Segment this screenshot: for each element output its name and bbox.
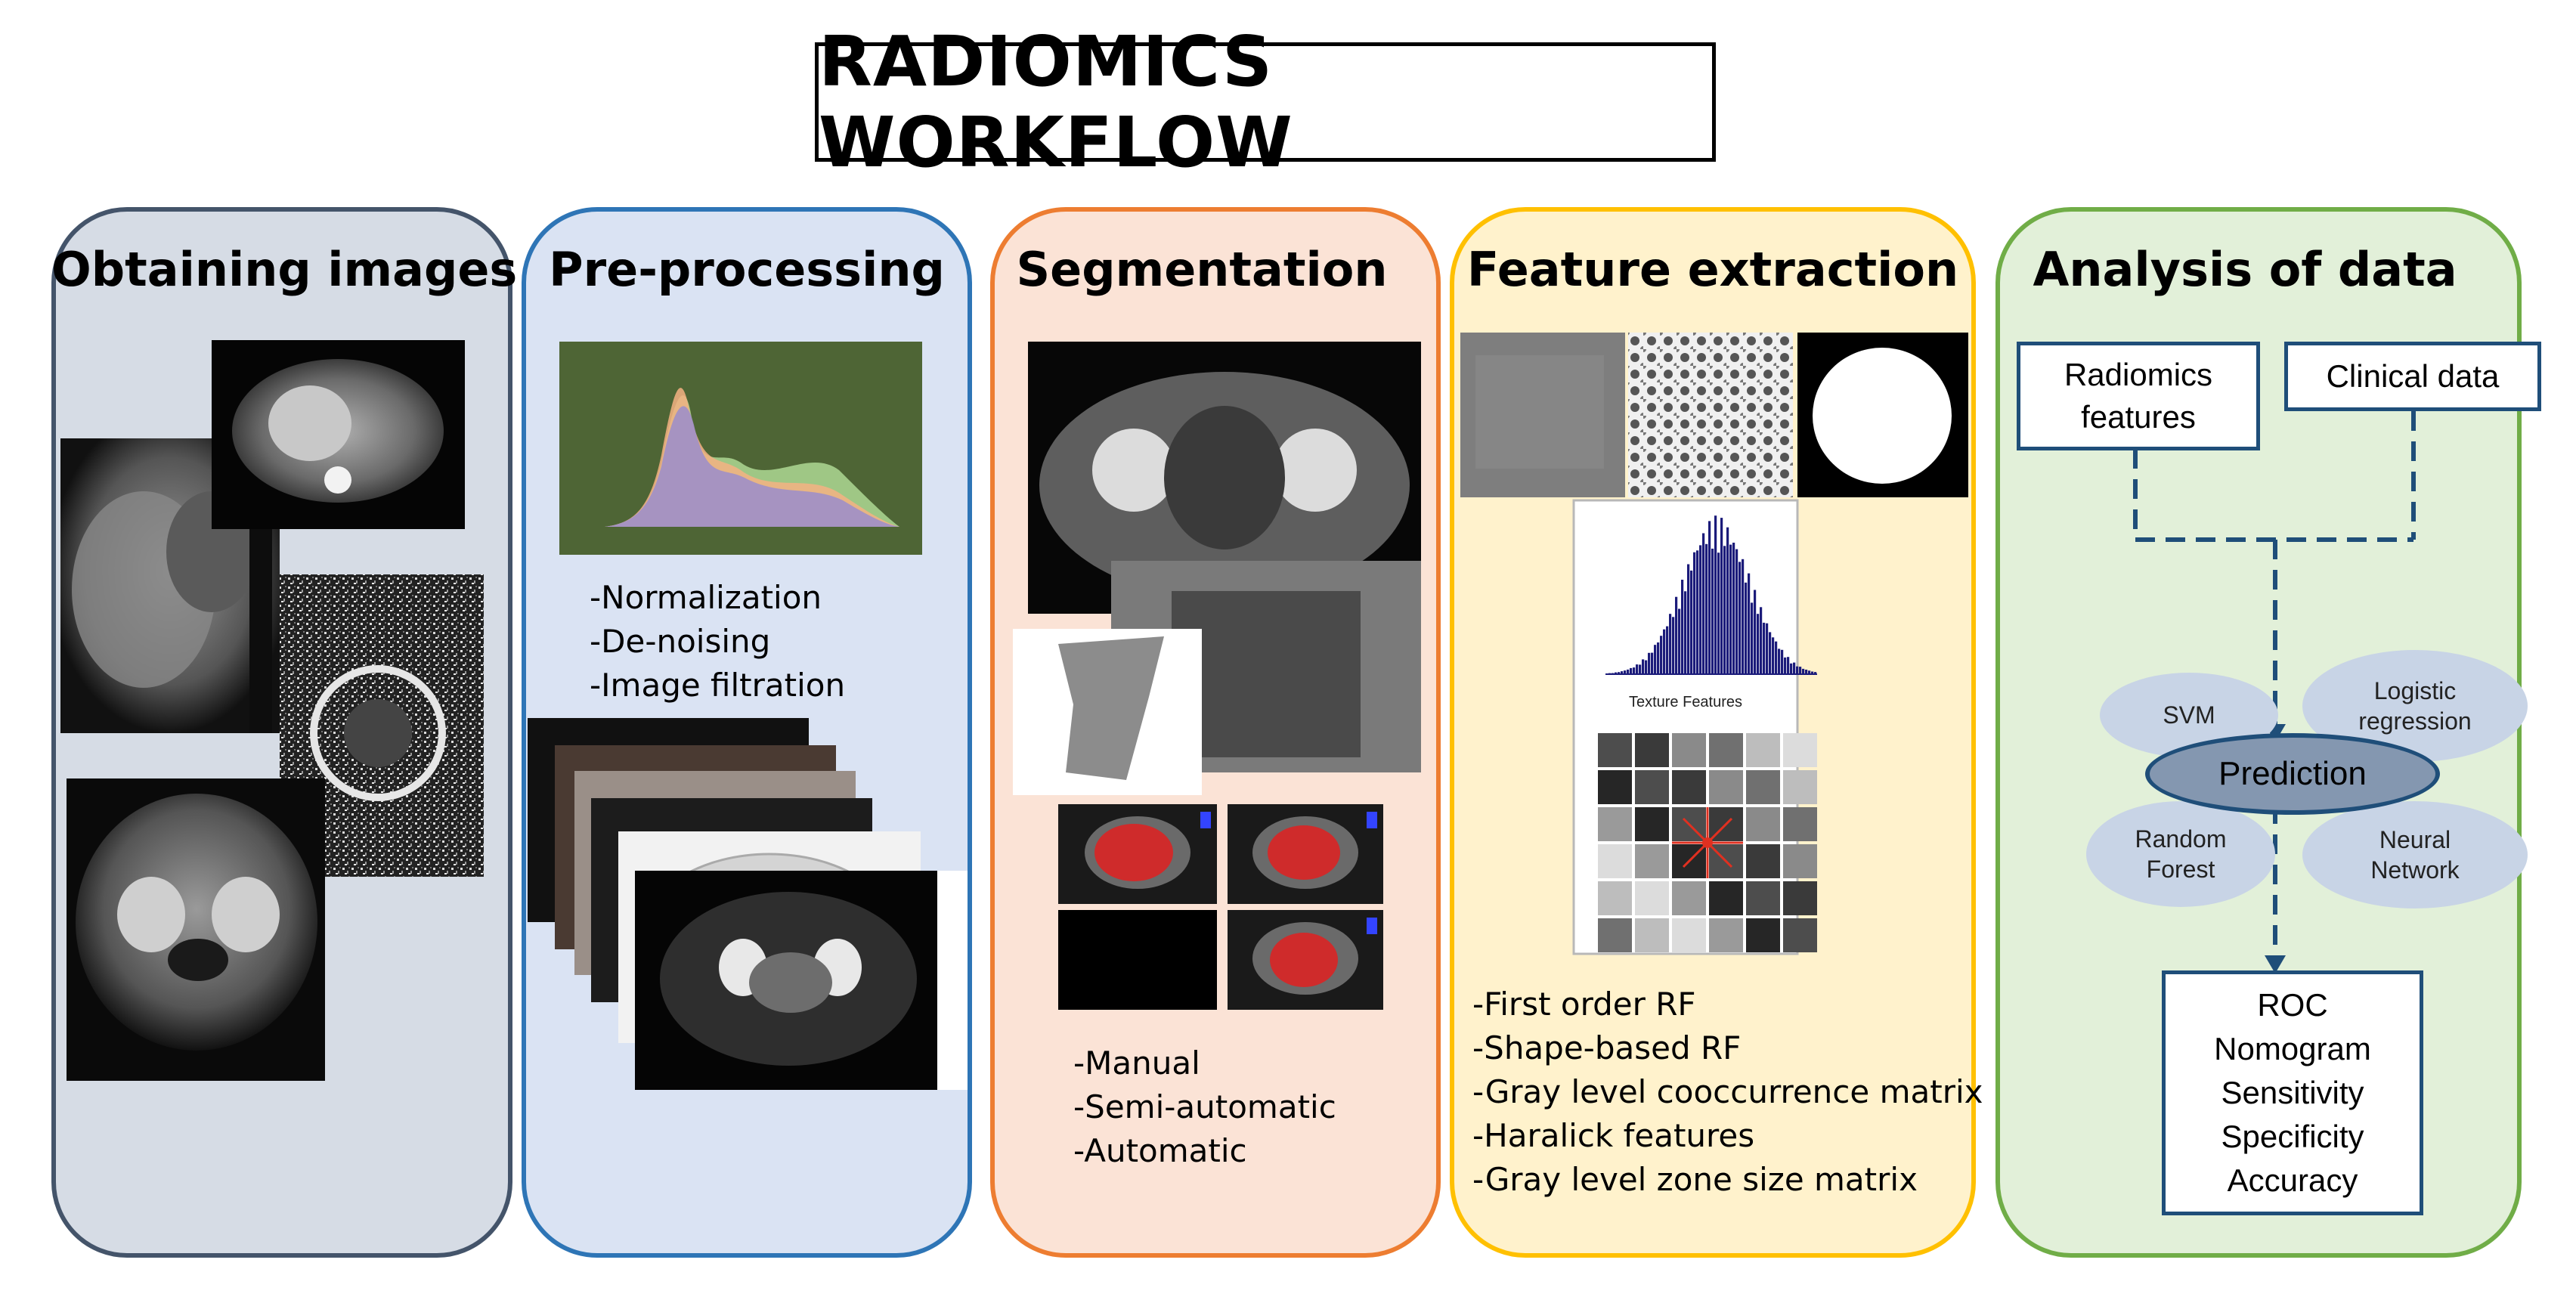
clinical-data-box: Clinical data	[2284, 342, 2541, 411]
prediction-label: Prediction	[2218, 755, 2367, 792]
output-item: Specificity	[2221, 1119, 2364, 1154]
panel-title-pre-processing: Pre-processing	[549, 242, 945, 297]
list-item: -Haralick features	[1472, 1117, 1755, 1154]
list-item: -Shape-based RF	[1472, 1029, 1742, 1066]
list-item: -Gray level zone size matrix	[1472, 1161, 1918, 1198]
ct-image-collage	[60, 340, 484, 1081]
list-item: -Manual	[1073, 1045, 1200, 1082]
method-label: Random Forest	[2135, 825, 2227, 883]
workflow-title: RADIOMICS WORKFLOW	[819, 21, 1293, 183]
histogram-chart-image	[1605, 515, 1817, 675]
pre-processing-list: -Normalization -De-noising -Image filtra…	[590, 576, 845, 707]
method-label: Logistic regression	[2358, 677, 2472, 735]
clinical-data-label: Clinical data	[2326, 358, 2500, 394]
list-item: -Normalization	[590, 579, 822, 616]
panel-title-analysis-of-data: Analysis of data	[2033, 242, 2457, 297]
method-label: SVM	[2163, 701, 2215, 729]
list-item: -Automatic	[1073, 1132, 1247, 1169]
radiomics-features-box: Radiomics features	[2017, 342, 2260, 450]
list-item: -Image filtration	[590, 667, 846, 704]
feature-extraction-list: -First order RF -Shape-based RF -Gray le…	[1472, 983, 1983, 1202]
list-item: -First order RF	[1472, 986, 1696, 1023]
glcm-grid-image	[1598, 733, 1817, 952]
prediction-node: Prediction	[2145, 733, 2440, 815]
histogram-image	[559, 342, 922, 555]
panel-title-obtaining-images: Obtaining images	[51, 242, 518, 297]
output-item: Sensitivity	[2221, 1075, 2364, 1110]
outputs-box: ROC Nomogram Sensitivity Specificity Acc…	[2162, 970, 2423, 1215]
panel-title-feature-extraction: Feature extraction	[1466, 242, 1959, 297]
segmentation-images	[1013, 342, 1421, 1010]
list-item: -Gray level cooccurrence matrix	[1472, 1073, 1983, 1110]
list-item: -Semi-automatic	[1073, 1088, 1336, 1125]
analysis-connectors	[2133, 411, 2416, 973]
segmentation-list: -Manual -Semi-automatic -Automatic	[1073, 1042, 1336, 1173]
radiomics-features-label: Radiomics features	[2064, 357, 2213, 435]
workflow-title-box: RADIOMICS WORKFLOW	[815, 21, 1716, 183]
method-neural-network: Neural Network	[2302, 801, 2528, 908]
method-random-forest: Random Forest	[2086, 801, 2275, 907]
texture-features-caption: Texture Features	[1628, 694, 1743, 710]
output-item: Accuracy	[2227, 1162, 2358, 1198]
method-label: Neural Network	[2370, 826, 2460, 884]
list-item: -De-noising	[590, 623, 771, 660]
output-item: ROC	[2257, 987, 2328, 1023]
panel-title-segmentation: Segmentation	[1016, 242, 1388, 297]
filtered-image-stack	[528, 718, 968, 1090]
output-item: Nomogram	[2214, 1031, 2371, 1066]
